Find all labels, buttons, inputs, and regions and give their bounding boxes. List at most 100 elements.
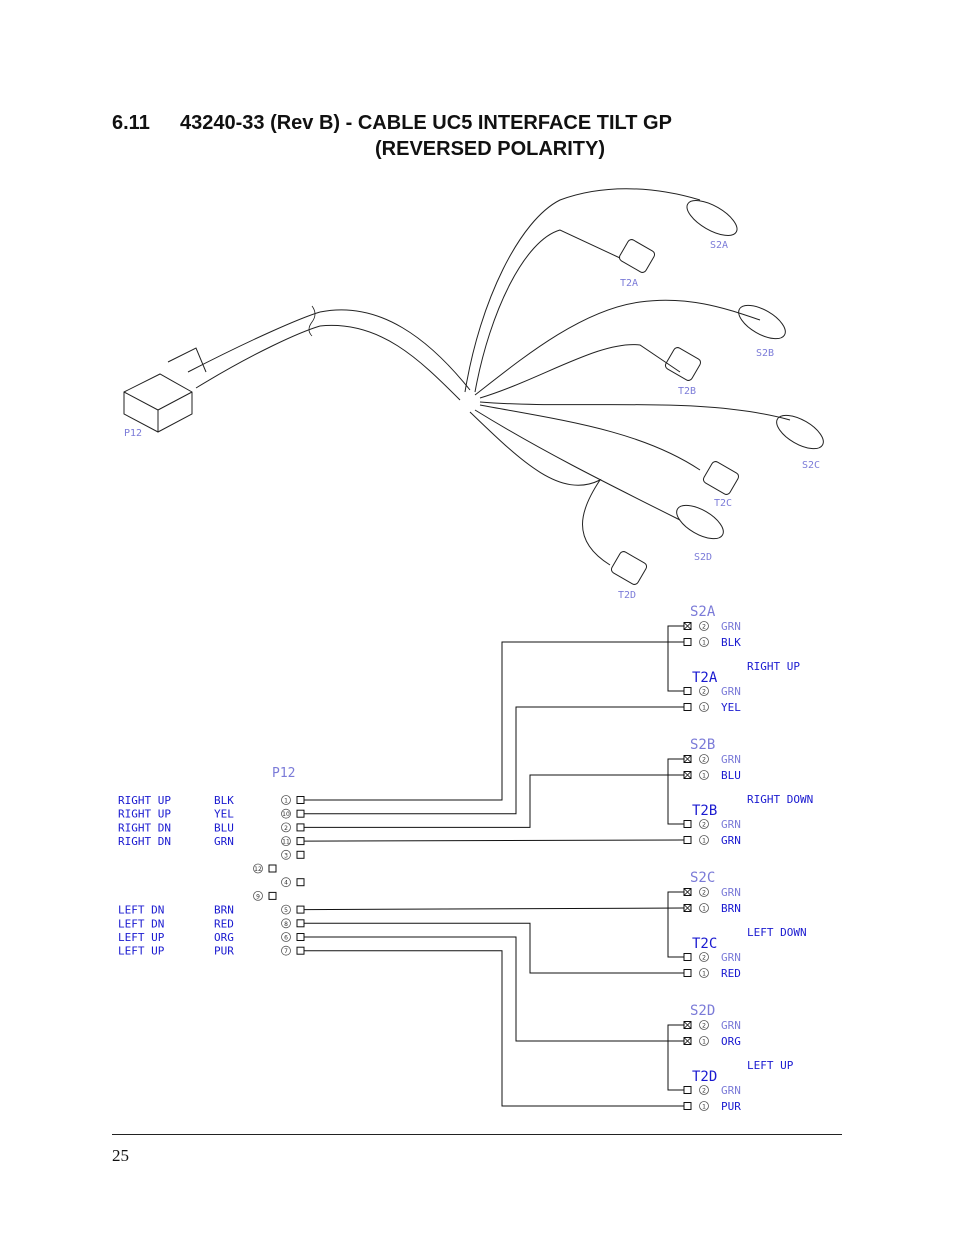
function-label: RIGHT UP bbox=[118, 794, 171, 807]
pin-circle bbox=[699, 968, 709, 978]
pin-number: 8 bbox=[284, 921, 288, 928]
terminal-box bbox=[296, 946, 305, 955]
pin-circle bbox=[699, 887, 709, 897]
t2d-callout: T2D bbox=[618, 590, 636, 601]
terminal-cross bbox=[683, 904, 692, 912]
pin-circle bbox=[699, 770, 709, 780]
pin-number: 1 bbox=[702, 1104, 706, 1111]
pin-number: 6 bbox=[284, 935, 288, 942]
pin-number: 9 bbox=[256, 893, 260, 900]
group-function-label: RIGHT DOWN bbox=[747, 793, 813, 806]
pin-circle bbox=[699, 702, 709, 712]
pin-circle bbox=[281, 932, 291, 942]
pin-circle bbox=[699, 1101, 709, 1111]
terminal-cross bbox=[683, 771, 692, 779]
wire-color-label: BRN bbox=[721, 902, 741, 915]
wire-color-label: RED bbox=[721, 967, 741, 980]
pin-number: 11 bbox=[282, 839, 290, 846]
terminal-box bbox=[296, 837, 305, 846]
pin-circle bbox=[281, 822, 291, 833]
wire bbox=[304, 774, 684, 828]
pin-circle bbox=[699, 686, 709, 696]
terminal-box bbox=[683, 771, 692, 779]
wire-color-label: BLK bbox=[214, 794, 234, 807]
ground-bus bbox=[667, 891, 684, 958]
wire-color-label: GRN bbox=[721, 685, 741, 698]
harness-illustration: P12 S2A T2A S2B T2B S2C T2C S2D T2D bbox=[123, 188, 824, 601]
pin-number: 7 bbox=[284, 948, 288, 955]
pin-number: 5 bbox=[284, 907, 288, 914]
wire-color-label: GRN bbox=[214, 835, 234, 848]
pin-circle bbox=[281, 877, 291, 888]
s2c-callout: S2C bbox=[802, 460, 820, 471]
pin-number: 1 bbox=[702, 773, 706, 780]
t-connector-label: T2A bbox=[692, 670, 718, 686]
terminal-box bbox=[683, 638, 692, 646]
terminal-box bbox=[296, 919, 305, 928]
p12-row: 4 bbox=[281, 877, 305, 888]
terminal-box bbox=[683, 953, 692, 961]
wire-color-label: GRN bbox=[721, 886, 741, 899]
p12-row: RIGHT UP BLK 1 bbox=[118, 794, 305, 807]
p12-callout: P12 bbox=[124, 428, 142, 439]
terminal-box bbox=[296, 933, 305, 941]
pin-circle bbox=[699, 952, 709, 962]
p12-label: P12 bbox=[272, 766, 295, 781]
terminal-cross bbox=[683, 622, 692, 630]
pin-circle bbox=[281, 836, 291, 846]
wire-color-label: ORG bbox=[214, 931, 234, 944]
wire-color-label: YEL bbox=[721, 701, 741, 714]
wire-color-label: GRN bbox=[721, 951, 741, 964]
s-connector-label: S2D bbox=[690, 1003, 715, 1019]
pin-number: 1 bbox=[702, 640, 706, 647]
t2a-callout: T2A bbox=[620, 278, 638, 289]
pin-number: 2 bbox=[702, 890, 706, 897]
pin-number: 1 bbox=[702, 971, 706, 978]
terminal-box bbox=[683, 836, 692, 844]
wire-color-label: BLU bbox=[721, 769, 741, 782]
terminal-box bbox=[683, 1102, 692, 1110]
wire-color-label: GRN bbox=[721, 620, 741, 633]
ground-bus bbox=[667, 1024, 684, 1091]
pin-number: 1 bbox=[284, 798, 288, 805]
terminal-box bbox=[683, 1037, 692, 1045]
pin-circle bbox=[699, 1085, 709, 1095]
function-label: LEFT UP bbox=[118, 931, 165, 944]
wire bbox=[303, 839, 685, 842]
ground-bus bbox=[667, 758, 684, 825]
pin-circle bbox=[281, 808, 291, 819]
pin-circle bbox=[699, 835, 709, 845]
wire-color-label: BLU bbox=[214, 821, 234, 834]
s2d-callout: S2D bbox=[694, 552, 712, 563]
wire-color-label: PUR bbox=[214, 945, 234, 958]
pin-circle bbox=[699, 819, 709, 829]
pin-circle bbox=[699, 754, 709, 764]
t-connector-label: T2D bbox=[692, 1069, 717, 1085]
group-function-label: RIGHT UP bbox=[747, 660, 800, 673]
wire bbox=[303, 907, 685, 911]
wire-color-label: GRN bbox=[721, 753, 741, 766]
pin-number: 10 bbox=[282, 811, 290, 818]
pin-circle bbox=[699, 1036, 709, 1046]
pin-circle bbox=[281, 918, 291, 929]
pin-circle bbox=[281, 795, 291, 805]
pin-number: 3 bbox=[284, 852, 288, 859]
t-connector-label: T2B bbox=[692, 803, 717, 819]
wire bbox=[304, 950, 684, 1107]
group-function-label: LEFT UP bbox=[747, 1059, 794, 1072]
wire-color-label: RED bbox=[214, 917, 234, 930]
function-label: LEFT DN bbox=[118, 917, 164, 930]
terminal-box bbox=[683, 904, 692, 912]
terminal-cross bbox=[683, 755, 692, 763]
pin-circle bbox=[699, 903, 709, 913]
terminal-box bbox=[683, 703, 692, 711]
function-label: LEFT DN bbox=[118, 904, 164, 917]
t2c-callout: T2C bbox=[714, 498, 732, 509]
s2b-callout: S2B bbox=[756, 348, 774, 359]
